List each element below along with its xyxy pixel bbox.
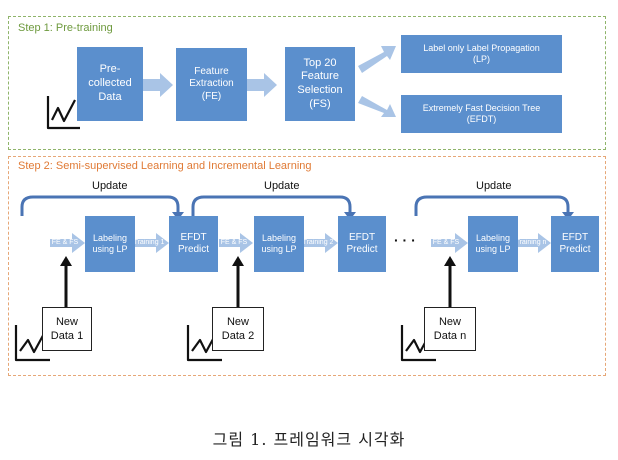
precollected-data-box: Pre- collected Data xyxy=(77,47,143,121)
fefs-label: FE & FS xyxy=(51,239,79,247)
update-label: Update xyxy=(264,180,300,192)
arrow-right-icon xyxy=(245,73,277,97)
training-label: Training 2 xyxy=(302,239,334,247)
fefs-label: FE & FS xyxy=(432,239,460,247)
training-label: Training n xyxy=(515,239,547,247)
update-arrow-icon xyxy=(414,195,570,216)
step1-title: Step 1: Pre-training xyxy=(18,22,113,34)
efdt-predict-box: EFDT Predict xyxy=(551,216,599,272)
arrow-right-icon xyxy=(219,233,253,253)
arrow-right-icon xyxy=(431,233,468,253)
arrow-right-icon xyxy=(302,233,338,253)
step2-title: Step 2: Semi-supervised Learning and Inc… xyxy=(18,160,312,172)
fefs-label: FE & FS xyxy=(220,239,248,247)
arrow-right-icon xyxy=(133,233,169,253)
arrow-right-icon xyxy=(358,96,396,117)
efdt-box: Extremely Fast Decision Tree (EFDT) xyxy=(401,95,562,133)
feature-selection-box: Top 20 Feature Selection (FS) xyxy=(285,47,355,121)
labeling-box: Labeling using LP xyxy=(468,216,518,272)
new-data-box: New Data 1 xyxy=(42,307,92,351)
step1-panel xyxy=(8,16,606,150)
arrow-right-icon xyxy=(515,233,551,253)
feature-extraction-box: Feature Extraction (FE) xyxy=(176,48,247,121)
step2-panel xyxy=(8,156,606,376)
training-label: Training 1 xyxy=(133,239,165,247)
ellipsis: · · · xyxy=(394,232,416,248)
chart-icon xyxy=(46,96,80,130)
update-arrow-icon xyxy=(20,195,180,216)
update-label: Update xyxy=(476,180,512,192)
new-data-box: New Data 2 xyxy=(212,307,264,351)
figure-caption: 그림 1. 프레임워크 시각화 xyxy=(212,430,406,449)
efdt-predict-box: EFDT Predict xyxy=(338,216,386,272)
label-propagation-box: Label only Label Propagation (LP) xyxy=(401,35,562,73)
update-label: Update xyxy=(92,180,128,192)
labeling-box: Labeling using LP xyxy=(254,216,304,272)
efdt-predict-box: EFDT Predict xyxy=(169,216,218,272)
arrow-right-icon xyxy=(50,233,85,253)
labeling-box: Labeling using LP xyxy=(85,216,135,272)
arrow-right-icon xyxy=(142,73,173,97)
chart-icon xyxy=(14,325,50,362)
new-data-box: New Data n xyxy=(424,307,476,351)
update-arrow-icon xyxy=(191,195,352,216)
arrow-right-icon xyxy=(358,46,396,73)
